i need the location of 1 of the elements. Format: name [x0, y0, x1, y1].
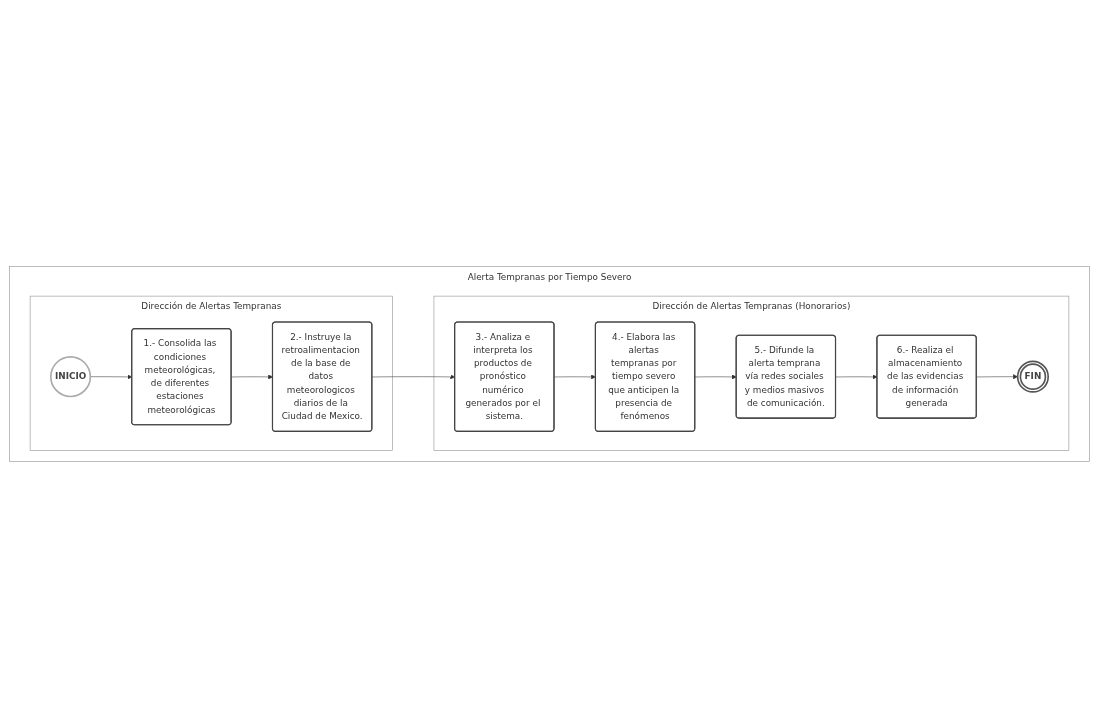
- node-circle: INICIO: [50, 356, 92, 398]
